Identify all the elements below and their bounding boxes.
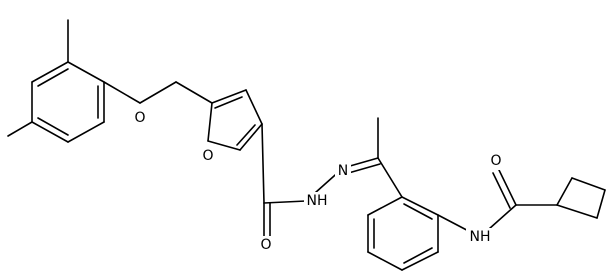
central-benzene-ring [367, 196, 439, 271]
furan-ring [207, 89, 263, 151]
furan-carbonyl-bond [261, 123, 265, 204]
methyl-left-bond [7, 121, 33, 137]
hydrazide-carbonyl-oxygen-label: O [260, 237, 271, 253]
ch2-furan-bond [175, 81, 213, 104]
amide-carbonyl-oxygen-label: O [490, 153, 501, 169]
ether-ch2-bond [139, 81, 177, 104]
furan-oxygen-label: O [202, 148, 213, 164]
imine-aryl-bond [377, 157, 403, 198]
ether-oxygen-label: O [134, 110, 145, 126]
cyclobutane-ring [556, 177, 606, 219]
amide-nh-label: NH [470, 229, 491, 245]
hydrazide-nh-label: NH [307, 193, 328, 209]
aryl-ether-bond [103, 81, 141, 104]
carbonyl-nh-bond [263, 200, 307, 204]
amide-co-bond-1 [498, 169, 517, 206]
hydrazone-nitrogen-label: N [338, 163, 348, 179]
dimethylphenyl-ring [31, 61, 105, 143]
amide-co-bond-2 [492, 172, 511, 209]
